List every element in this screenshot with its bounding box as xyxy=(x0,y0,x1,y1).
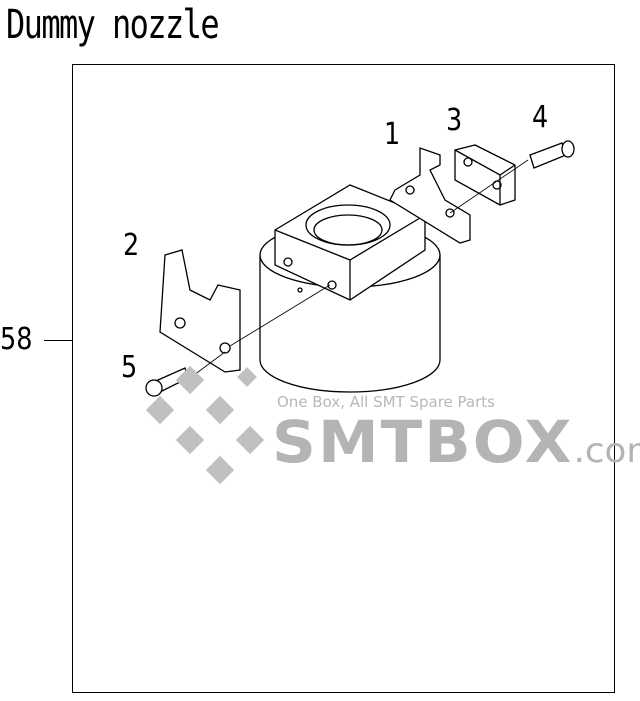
callout-1: 1 xyxy=(384,117,401,152)
watermark-brand: SMTBOX.com xyxy=(272,408,640,476)
callout-5: 5 xyxy=(121,350,138,385)
watermark-brand-suffix: .com xyxy=(573,431,640,471)
part-1-plate xyxy=(389,147,471,244)
callout-2: 2 xyxy=(123,228,140,263)
reference-leader-line xyxy=(44,340,72,341)
watermark-brand-name: SMTBOX xyxy=(272,408,574,476)
top-block xyxy=(274,184,426,301)
callout-3: 3 xyxy=(446,103,463,138)
page-title: Dummy nozzle xyxy=(6,2,220,48)
callout-4: 4 xyxy=(532,100,549,135)
reference-number: 58 xyxy=(0,322,33,357)
diagram-frame xyxy=(72,64,615,693)
part-2-clip xyxy=(159,249,241,373)
part-3-block xyxy=(454,144,516,206)
watermark-tagline: One Box, All SMT Spare Parts xyxy=(277,393,495,411)
part-4-screw xyxy=(529,140,575,169)
